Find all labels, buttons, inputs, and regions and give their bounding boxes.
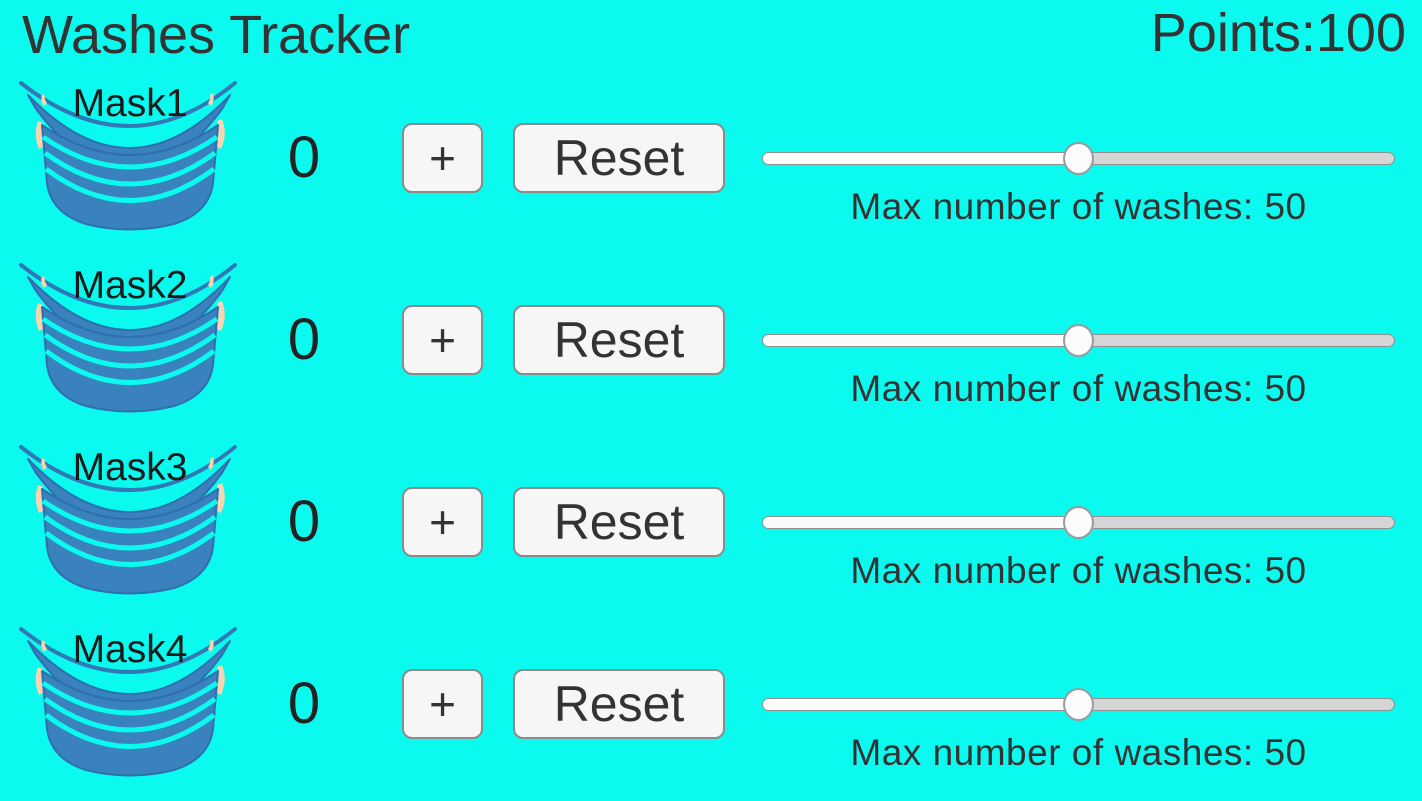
max-washes-label: Max number of washes: 50 <box>850 368 1307 409</box>
wash-count: 0 <box>287 489 321 554</box>
face-mask-icon <box>19 627 237 777</box>
face-mask-icon <box>19 81 237 231</box>
mask-name-label: Mask4 <box>72 628 188 671</box>
mask-icon: Mask3 <box>16 439 244 605</box>
max-washes-label: Max number of washes: 50 <box>850 550 1307 591</box>
reset-button[interactable]: Reset <box>513 487 725 557</box>
max-washes-slider[interactable] <box>762 506 1395 540</box>
mask-row: Mask1 0 + Reset Max number of washes: 50 <box>0 73 1422 255</box>
wash-count: 0 <box>287 307 321 372</box>
reset-button[interactable]: Reset <box>513 305 725 375</box>
mask-name-label: Mask2 <box>72 264 188 307</box>
mask-icon: Mask2 <box>16 257 244 423</box>
slider-fill <box>763 699 1079 710</box>
mask-name-label: Mask3 <box>72 446 188 489</box>
slider-thumb[interactable] <box>1062 142 1094 175</box>
page-title: Washes Tracker <box>22 5 411 65</box>
increment-button[interactable]: + <box>402 487 483 557</box>
slider-thumb[interactable] <box>1062 506 1094 539</box>
max-washes-slider[interactable] <box>762 142 1395 176</box>
increment-button[interactable]: + <box>402 123 483 193</box>
slider-thumb[interactable] <box>1062 324 1094 357</box>
points-display: Points:100 <box>1151 2 1406 64</box>
wash-count: 0 <box>287 125 321 190</box>
face-mask-icon <box>19 445 237 595</box>
increment-button[interactable]: + <box>402 305 483 375</box>
mask-name-label: Mask1 <box>72 82 188 125</box>
face-mask-icon <box>19 263 237 413</box>
reset-button[interactable]: Reset <box>513 669 725 739</box>
max-washes-label: Max number of washes: 50 <box>850 186 1307 227</box>
reset-button[interactable]: Reset <box>513 123 725 193</box>
slider-thumb[interactable] <box>1062 688 1094 721</box>
mask-row: Mask2 0 + Reset Max number of washes: 50 <box>0 255 1422 437</box>
mask-icon: Mask1 <box>16 75 244 241</box>
max-washes-label: Max number of washes: 50 <box>850 732 1307 773</box>
wash-count: 0 <box>287 671 321 736</box>
max-washes-slider[interactable] <box>762 688 1395 722</box>
slider-fill <box>763 335 1079 346</box>
increment-button[interactable]: + <box>402 669 483 739</box>
mask-row: Mask3 0 + Reset Max number of washes: 50 <box>0 437 1422 619</box>
max-washes-slider[interactable] <box>762 324 1395 358</box>
slider-fill <box>763 517 1079 528</box>
points-label: Points: <box>1150 3 1316 63</box>
slider-fill <box>763 153 1079 164</box>
mask-row: Mask4 0 + Reset Max number of washes: 50 <box>0 619 1422 801</box>
mask-icon: Mask4 <box>16 621 244 787</box>
points-value: 100 <box>1315 3 1406 63</box>
